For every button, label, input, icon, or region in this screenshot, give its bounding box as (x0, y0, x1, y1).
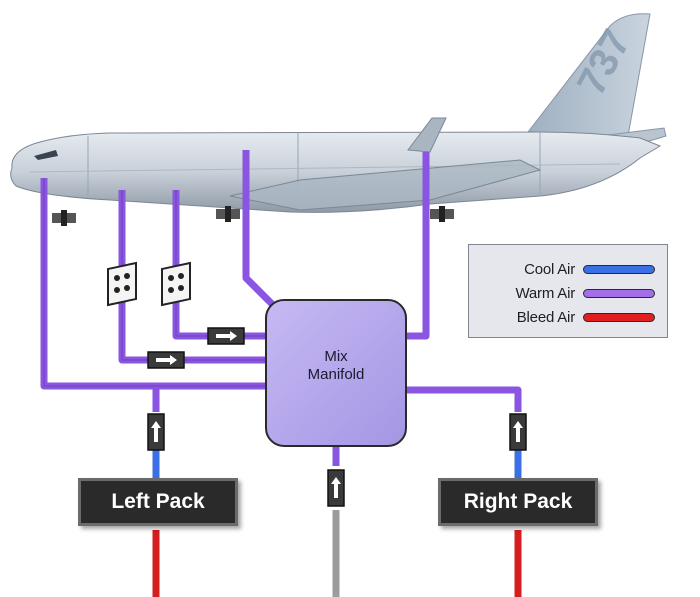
check-valve (147, 351, 185, 369)
mix-manifold (265, 299, 407, 447)
airplane-winglet (407, 117, 447, 153)
legend-label: Bleed Air (516, 308, 575, 326)
bleed-air-ducts (152, 530, 522, 597)
outlet-nozzle (430, 206, 454, 222)
outlet-nozzle (52, 210, 76, 226)
legend-item-warm-air: Warm Air (515, 284, 655, 302)
left-pack: Left Pack (78, 478, 238, 526)
warm-air-ducts (40, 150, 522, 466)
check-valve (207, 327, 245, 345)
airplane-tail (527, 13, 651, 137)
right-pack: Right Pack (438, 478, 598, 526)
legend-label: Warm Air (515, 284, 575, 302)
legend-item-bleed-air: Bleed Air (516, 308, 655, 326)
forward-duct (40, 178, 268, 390)
right-duct (406, 386, 522, 412)
legend-swatch (583, 312, 655, 322)
check-valve (327, 469, 345, 507)
check-valve (147, 413, 165, 451)
cockpit-window (34, 150, 58, 160)
duct-branch-2 (118, 190, 268, 364)
outlet-nozzle (216, 206, 240, 222)
legend-label: Cool Air (524, 260, 575, 278)
right-pack-label: Right Pack (463, 490, 573, 513)
outlet-nozzles (52, 206, 454, 226)
center-duct (242, 150, 275, 307)
left-pack-label: Left Pack (111, 490, 205, 513)
legend: Cool Air Warm Air Bleed Air (468, 244, 668, 338)
mix-manifold-label: Mix Manifold (266, 348, 406, 384)
cool-air-ducts (152, 450, 522, 478)
recirculation-fan (107, 261, 137, 307)
check-valve (509, 413, 527, 451)
airplane-wing (229, 159, 542, 211)
legend-item-cool-air: Cool Air (524, 260, 655, 278)
manifold-label-line1: Mix (324, 348, 348, 365)
legend-swatch (583, 288, 655, 298)
aft-duct (406, 152, 430, 340)
airplane: 737 (10, 13, 667, 213)
legend-swatch (583, 264, 655, 274)
recirculation-fan (161, 261, 191, 307)
manifold-label-line2: Manifold (307, 366, 365, 383)
